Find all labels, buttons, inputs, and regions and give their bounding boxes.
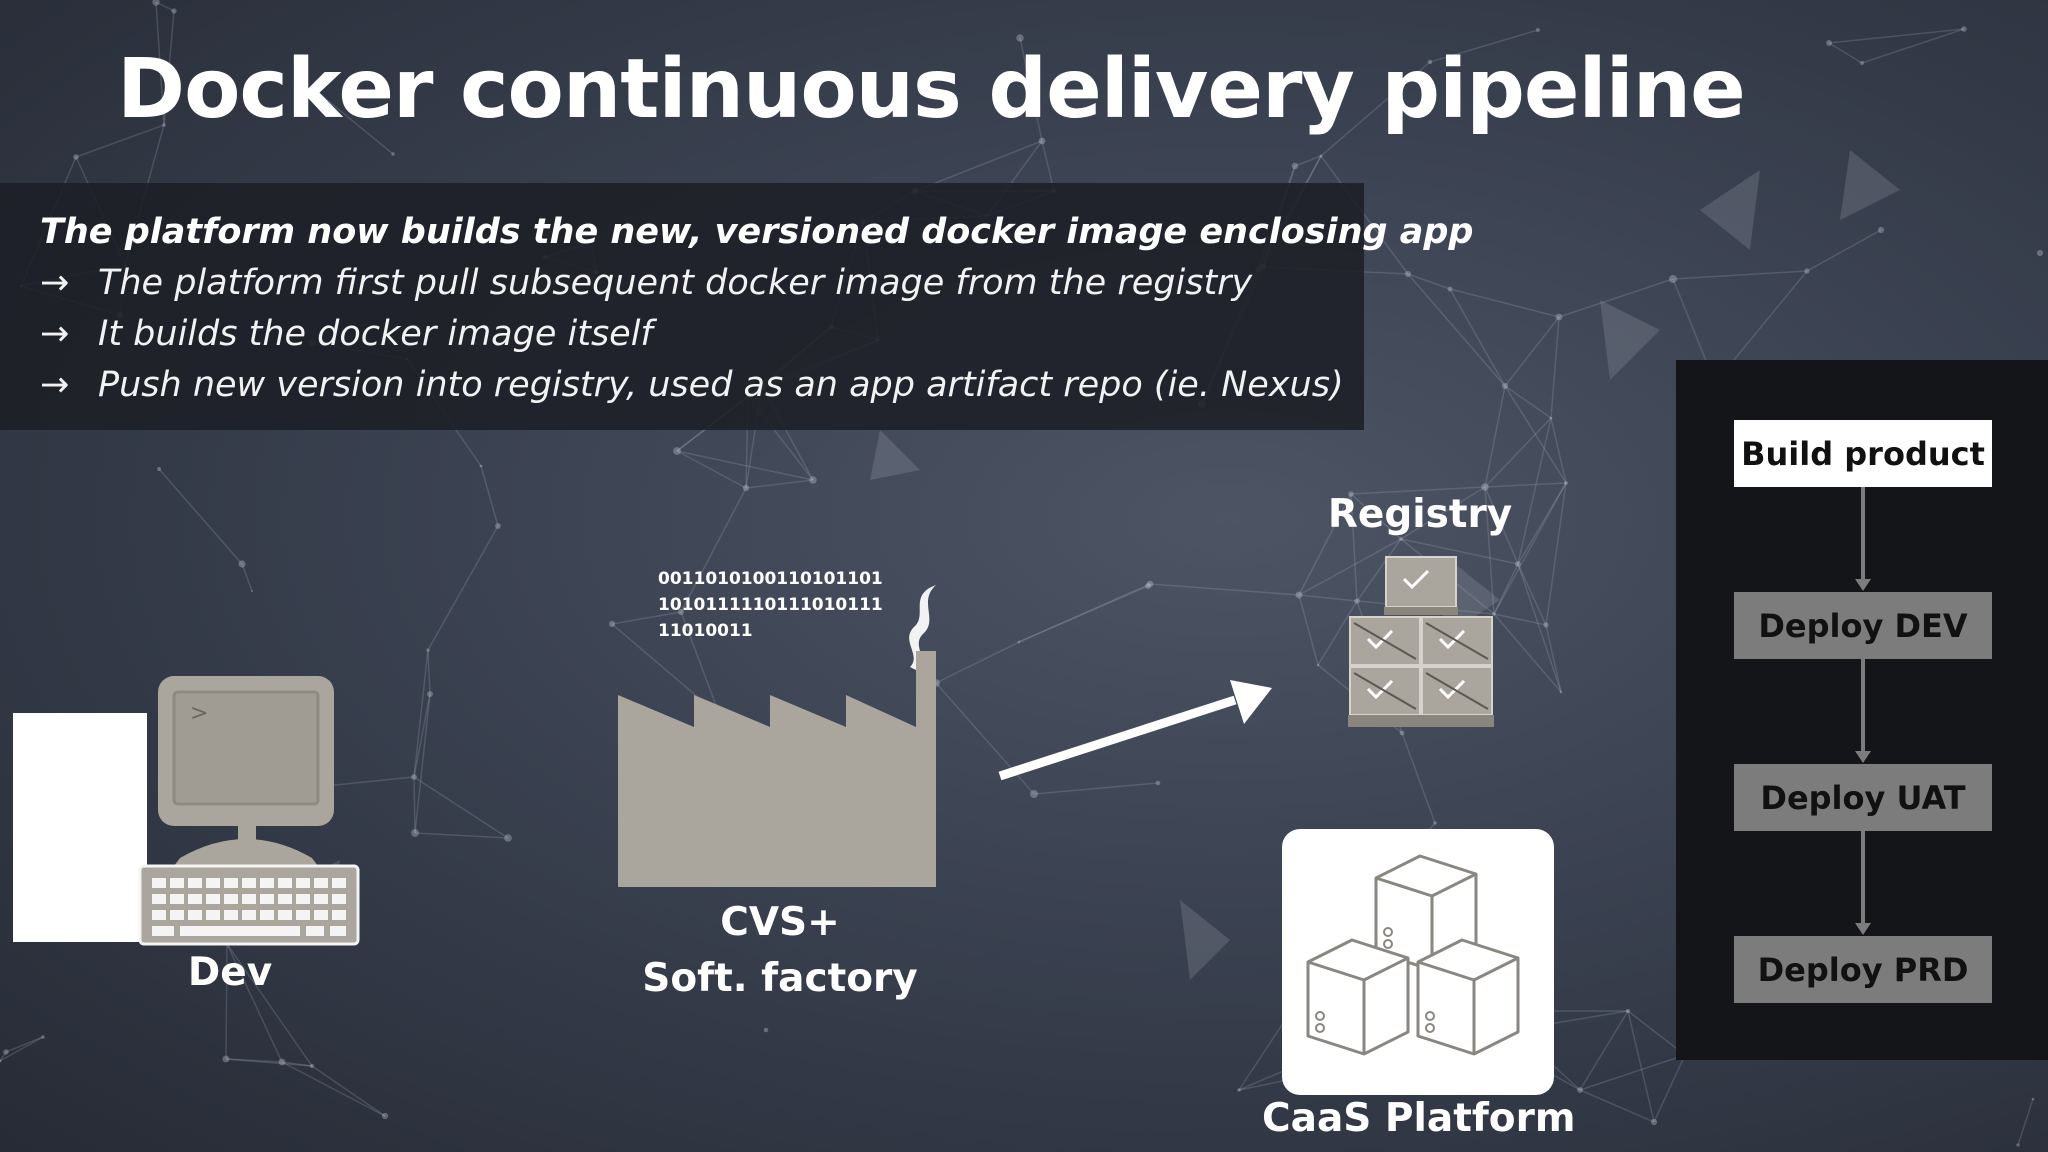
dev-label: Dev xyxy=(187,950,273,995)
arrow-right-icon: → xyxy=(40,263,70,303)
caas-label: CaaS Platform xyxy=(1262,1096,1576,1141)
servers-icon xyxy=(1306,854,1520,1056)
pipeline-connectors xyxy=(1855,487,1871,935)
factory-label-line1: CVS+ xyxy=(720,900,840,945)
binary-code: 0011010100110101101101011111011101011111… xyxy=(658,569,883,641)
info-bullet: → The platform first pull subsequent doc… xyxy=(40,263,1252,303)
info-bullet: → It builds the docker image itself xyxy=(40,314,653,354)
info-bullet-text: Push new version into registry, used as … xyxy=(98,365,1344,405)
info-bullet-text: The platform first pull subsequent docke… xyxy=(98,263,1253,303)
push-arrow xyxy=(998,680,1272,781)
arrow-right-icon: → xyxy=(40,365,70,405)
svg-text:>: > xyxy=(190,701,208,726)
info-bullet-text: It builds the docker image itself xyxy=(98,314,653,354)
factory-label-line2: Soft. factory xyxy=(642,956,918,1001)
stage-deploy-dev: Deploy DEV xyxy=(1734,592,1992,659)
registry-pallet-icon xyxy=(1348,556,1494,727)
page-title: Docker continuous delivery pipeline xyxy=(117,42,1746,137)
factory-icon xyxy=(618,585,936,887)
stage-build-product: Build product xyxy=(1734,420,1992,487)
info-box xyxy=(0,183,1364,430)
stage-deploy-uat: Deploy UAT xyxy=(1734,764,1992,831)
computer-icon: > xyxy=(138,676,360,946)
registry-label: Registry xyxy=(1327,492,1513,537)
info-lead: The platform now builds the new, version… xyxy=(40,212,1474,252)
info-bullet: → Push new version into registry, used a… xyxy=(40,365,1344,405)
arrow-right-icon: → xyxy=(40,314,70,354)
stage-deploy-prd: Deploy PRD xyxy=(1734,936,1992,1003)
blank-panel xyxy=(13,713,147,942)
